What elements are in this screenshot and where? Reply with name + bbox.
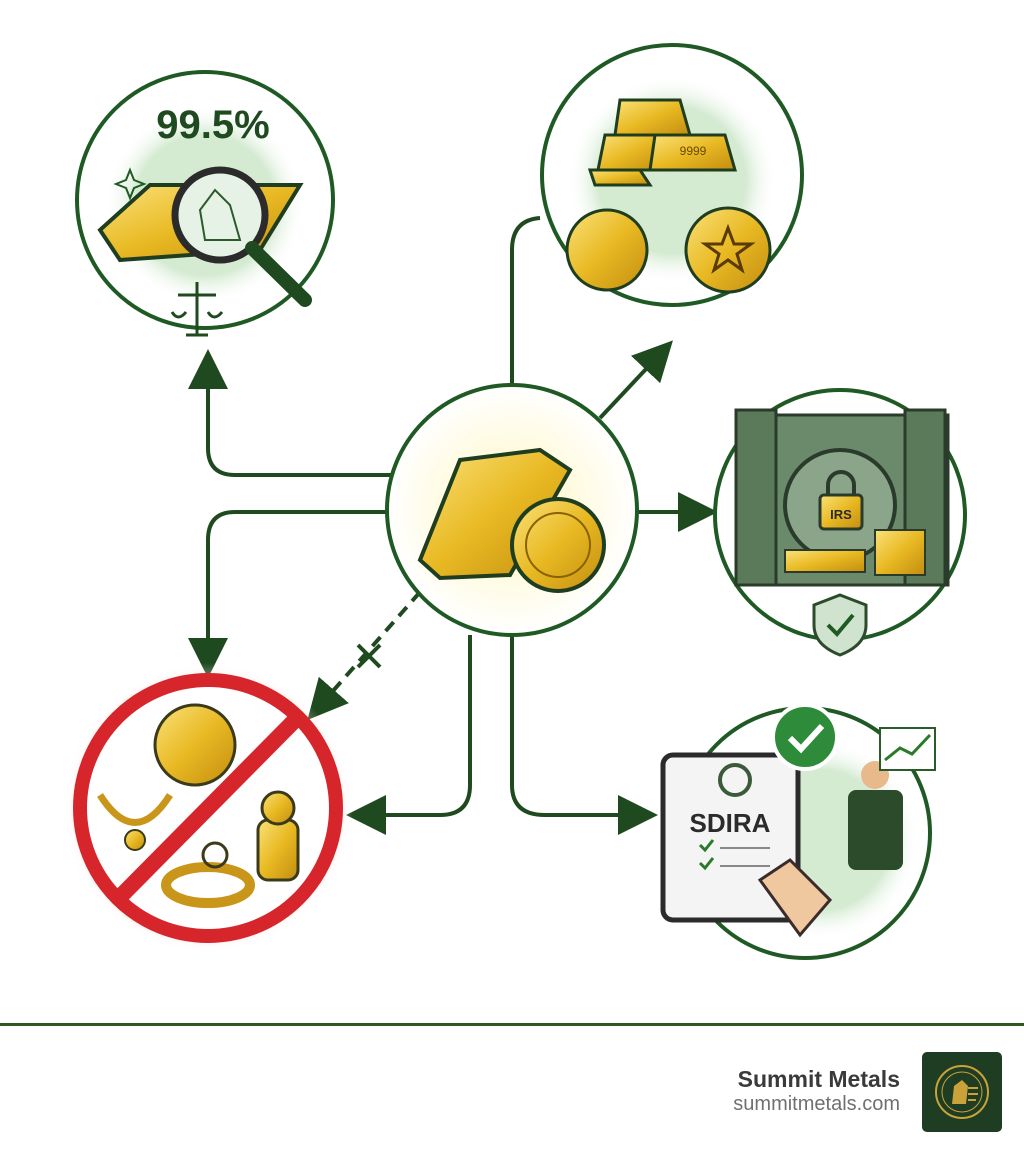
tablet-label: SDIRA [690, 808, 771, 838]
star-coin-icon [684, 206, 772, 294]
sparkle-icon [113, 167, 147, 201]
collectible-coin-icon [153, 703, 237, 787]
footer-divider [0, 1023, 1024, 1026]
arrow-to-purity [188, 349, 392, 477]
check-badge-icon [771, 703, 839, 771]
brand-block: Summit Metals summitmetals.com [733, 1066, 900, 1116]
x-mark-icon [356, 643, 382, 669]
lion-emblem-icon [935, 1065, 989, 1119]
brand-url: summitmetals.com [733, 1093, 900, 1115]
gold-bars-stack-icon [587, 98, 737, 187]
prohibited-slash [110, 709, 306, 907]
vault-lock-label: IRS [830, 507, 852, 522]
magnifier-icon [171, 166, 312, 307]
arrow-to-approved-products [598, 340, 673, 420]
line-to-approved-products [510, 216, 541, 385]
gold-ira-diagram: 99.5% 9999 [63, 43, 967, 960]
brand-name: Summit Metals [737, 1066, 900, 1092]
summit-metals-logo [922, 1052, 1002, 1132]
prohibited-collectibles-node [63, 663, 353, 953]
bar-stamp: 9999 [680, 144, 707, 158]
eagle-coin-icon [565, 208, 649, 292]
connectors [188, 216, 718, 835]
chart-icon [879, 727, 936, 771]
arrow-to-prohibited [188, 510, 392, 678]
dashed-prohibited-arrow [307, 590, 422, 721]
vault-node: IRS [713, 388, 967, 657]
ring-icon [161, 862, 255, 908]
arrow-to-collectibles [346, 635, 472, 835]
gold-bar-icon [417, 447, 573, 581]
custodian-node: SDIRA [660, 703, 936, 960]
purity-label: 99.5% [156, 103, 269, 147]
necklace-icon [97, 793, 173, 826]
hand-icon [757, 858, 833, 938]
scales-icon [170, 282, 224, 337]
purity-node: 99.5% [75, 70, 335, 337]
advisor-figure [848, 790, 903, 870]
arrow-to-custodian [510, 635, 658, 835]
shield-check-icon [812, 593, 868, 657]
approved-products-node: 9999 [540, 43, 804, 307]
center-gold-node [385, 383, 639, 637]
bust-statue-icon [256, 818, 300, 882]
padlock-icon [818, 493, 864, 531]
gear-icon [718, 763, 752, 797]
